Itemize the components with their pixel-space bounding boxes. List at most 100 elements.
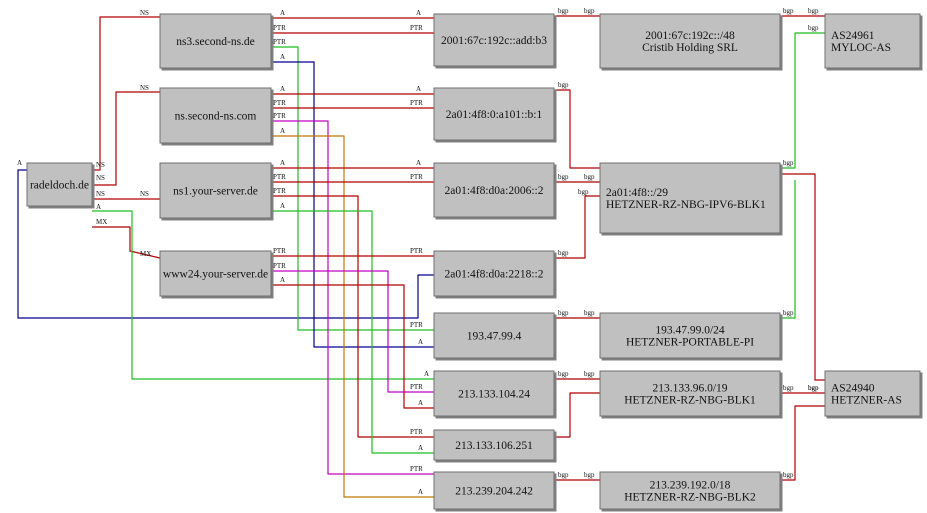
node-nscom[interactable]: ns.second-ns.com [159,87,272,144]
node-radeldoch[interactable]: radeldoch.de [26,162,93,207]
edge-label: bgp [584,471,595,479]
edge-label: PTR [410,465,423,473]
edge-label: A [416,9,421,17]
edge-label: NS [96,161,105,169]
edge-label: A [416,159,421,167]
edge-33 [780,180,796,319]
node-ns1[interactable]: ns1.your-server.de [159,162,272,219]
edge-23 [554,89,600,169]
node-label: 193.47.99.4 [467,331,522,343]
edge-label: A [418,399,423,407]
edge-label: bgp [783,7,794,15]
node-label: 213.239.204.242 [455,486,533,498]
node-label: ns3.second-ns.de [176,36,255,48]
node-label: 213.239.192.0/18 [650,480,731,492]
edge-label: PTR [410,428,423,436]
edge-label: bgp [783,384,794,392]
node-box [824,13,921,69]
node-label: 2a01:4f8:d0a:2218::2 [444,269,543,281]
edge-label: NS [96,190,105,198]
edge-label: NS [140,190,149,198]
edge-2 [92,91,160,186]
node-box [599,471,781,510]
node-label: AS24961 [831,30,875,42]
edge-label: PTR [410,383,423,391]
edge-9 [271,46,434,331]
node-ns3[interactable]: ns3.second-ns.de [159,13,272,69]
edge-label: bgp [584,173,595,181]
edge-label: NS [96,174,105,182]
edge-label: A [416,85,421,93]
node-box [433,162,555,218]
edge-6 [92,210,434,380]
node-box [599,162,781,234]
edge-label: bgp [783,471,794,479]
node-label: HETZNER-RZ-NBG-IPV6-BLK1 [606,199,766,211]
edge-label: A [418,444,423,452]
node-v6b[interactable]: 2a01:4f8:0:a101::b:1 [433,87,555,141]
node-box [599,13,781,69]
node-box [433,312,555,359]
edge-18 [271,210,434,454]
node-label: www24.your-server.de [163,269,268,281]
node-label: 213.133.104.24 [458,389,530,401]
edge-label: bgp [584,309,595,317]
node-ip4c[interactable]: 213.133.106.251 [433,429,555,461]
node-box [159,162,272,219]
node-box [26,162,93,207]
edge-label: MX [140,250,151,258]
edge-label: A [96,203,101,211]
edge-label: A [280,127,285,135]
edge-label: PTR [273,173,286,181]
node-label: 213.133.96.0/19 [652,383,727,395]
node-v6a[interactable]: 2001:67c:192c::add:b3 [433,13,555,67]
node-label: 2001:67c:192c::add:b3 [441,35,547,47]
node-label: 213.133.106.251 [455,440,533,452]
edge-label: A [280,159,285,167]
edge-label: PTR [273,38,286,46]
node-www24[interactable]: www24.your-server.de [159,250,272,297]
edge-13 [271,120,434,475]
edge-label: PTR [410,321,423,329]
edge-25 [554,195,600,259]
edge-21 [271,284,434,409]
edge-4 [92,226,161,259]
node-box [159,87,272,144]
edge-label: A [280,53,285,61]
edge-14 [271,135,434,498]
node-label: HETZNER-RZ-NBG-BLK1 [624,395,756,407]
edge-label: A [424,370,429,378]
edge-label: bgp [808,24,819,32]
edge-label: PTR [273,247,286,255]
node-ip4b[interactable]: 213.133.104.24 [433,370,555,417]
node-v6c[interactable]: 2a01:4f8:d0a:2006::2 [433,162,555,218]
node-v6d[interactable]: 2a01:4f8:d0a:2218::2 [433,250,555,297]
node-label: 2001:67c:192c::/48 [645,30,735,42]
edge-label: PTR [410,247,423,255]
edge-label: PTR [273,262,286,270]
node-box [599,370,781,417]
edge-label: A [280,202,285,210]
edge-label: bgp [558,309,569,317]
node-ip4a[interactable]: 193.47.99.4 [433,312,555,359]
node-label: HETZNER-PORTABLE-PI [626,337,754,349]
edge-label: bgp [558,370,569,378]
node-label: 2a01:4f8:d0a:2006::2 [444,185,543,197]
node-label: ns.second-ns.com [175,111,257,123]
node-label: Cristib Holding SRL [642,42,738,54]
node-box [433,13,555,67]
edge-label: NS [140,9,149,17]
edge-1 [92,16,160,171]
node-ip4d[interactable]: 213.239.204.242 [433,471,555,510]
edge-label: bgp [558,7,569,15]
edge-label: A [17,159,22,167]
edge-28 [554,392,600,438]
edge-32 [780,173,825,381]
